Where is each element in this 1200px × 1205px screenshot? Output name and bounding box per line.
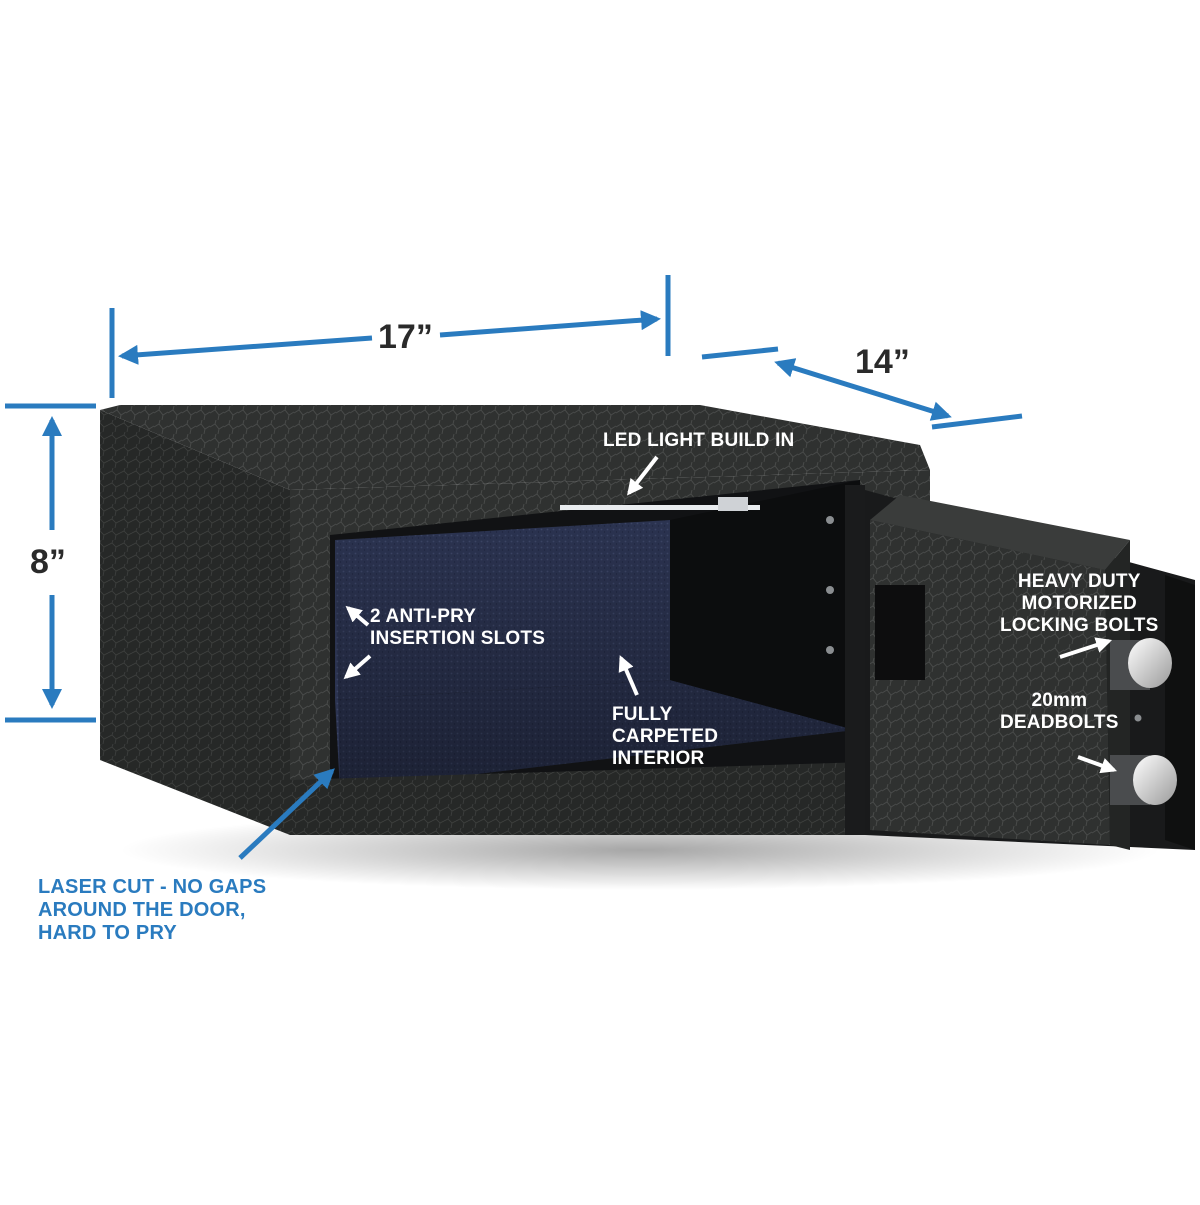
carpet-callout: FULLY CARPETED INTERIOR (612, 704, 718, 770)
locking-bolt-top (1128, 638, 1172, 688)
locking-bolt-bottom (1133, 755, 1177, 805)
bolts-callout: HEAVY DUTY MOTORIZED LOCKING BOLTS (1000, 571, 1158, 637)
screw-icon (826, 586, 834, 594)
carpet-line-2: CARPETED (612, 725, 719, 747)
safe-bottom-lip (290, 760, 930, 835)
callout-arrows (343, 455, 1118, 774)
width-dimension-label: 17” (378, 318, 433, 356)
bolts-line-2: MOTORIZED (1021, 592, 1137, 614)
bolts-line-3: LOCKING BOLTS (1000, 614, 1159, 636)
safe-left-side (100, 410, 290, 835)
door-hinge (845, 485, 865, 835)
bolts-line-1: HEAVY DUTY (1017, 571, 1141, 592)
safe-top (100, 405, 930, 490)
door-edge (1165, 575, 1195, 850)
laser-line-3: HARD TO PRY (38, 922, 177, 944)
anti-pry-callout: 2 ANTI-PRY INSERTION SLOTS (370, 606, 545, 650)
depth-dimension-label: 14” (855, 343, 910, 381)
latch-plate (875, 585, 925, 680)
carpet-line-3: INTERIOR (612, 747, 705, 769)
screw-icon (1134, 714, 1142, 722)
screw-icon (826, 646, 834, 654)
door-lock-box (870, 520, 1110, 845)
anti-pry-line-1: 2 ANTI-PRY (370, 606, 477, 627)
height-dimension-label: 8” (30, 543, 66, 581)
lock-box-top (870, 495, 1130, 570)
dimension-lines (5, 275, 1023, 860)
screw-icon (826, 516, 834, 524)
led-strip (560, 505, 760, 510)
led-housing (718, 497, 748, 511)
carpet-line-1: FULLY (612, 704, 673, 725)
deadbolts-callout: 20mm DEADBOLTS (1000, 690, 1119, 734)
laser-line-1: LASER CUT - NO GAPS (38, 876, 267, 898)
deadbolts-line-2: DEADBOLTS (1000, 711, 1119, 733)
laser-line-2: AROUND THE DOOR, (38, 899, 246, 921)
anti-pry-line-2: INSERTION SLOTS (370, 627, 546, 649)
interior-right-wall (670, 480, 860, 800)
laser-cut-callout: LASER CUT - NO GAPS AROUND THE DOOR, HAR… (38, 876, 266, 945)
led-callout: LED LIGHT BUILD IN (603, 430, 795, 451)
deadbolts-line-1: 20mm (1031, 690, 1088, 711)
